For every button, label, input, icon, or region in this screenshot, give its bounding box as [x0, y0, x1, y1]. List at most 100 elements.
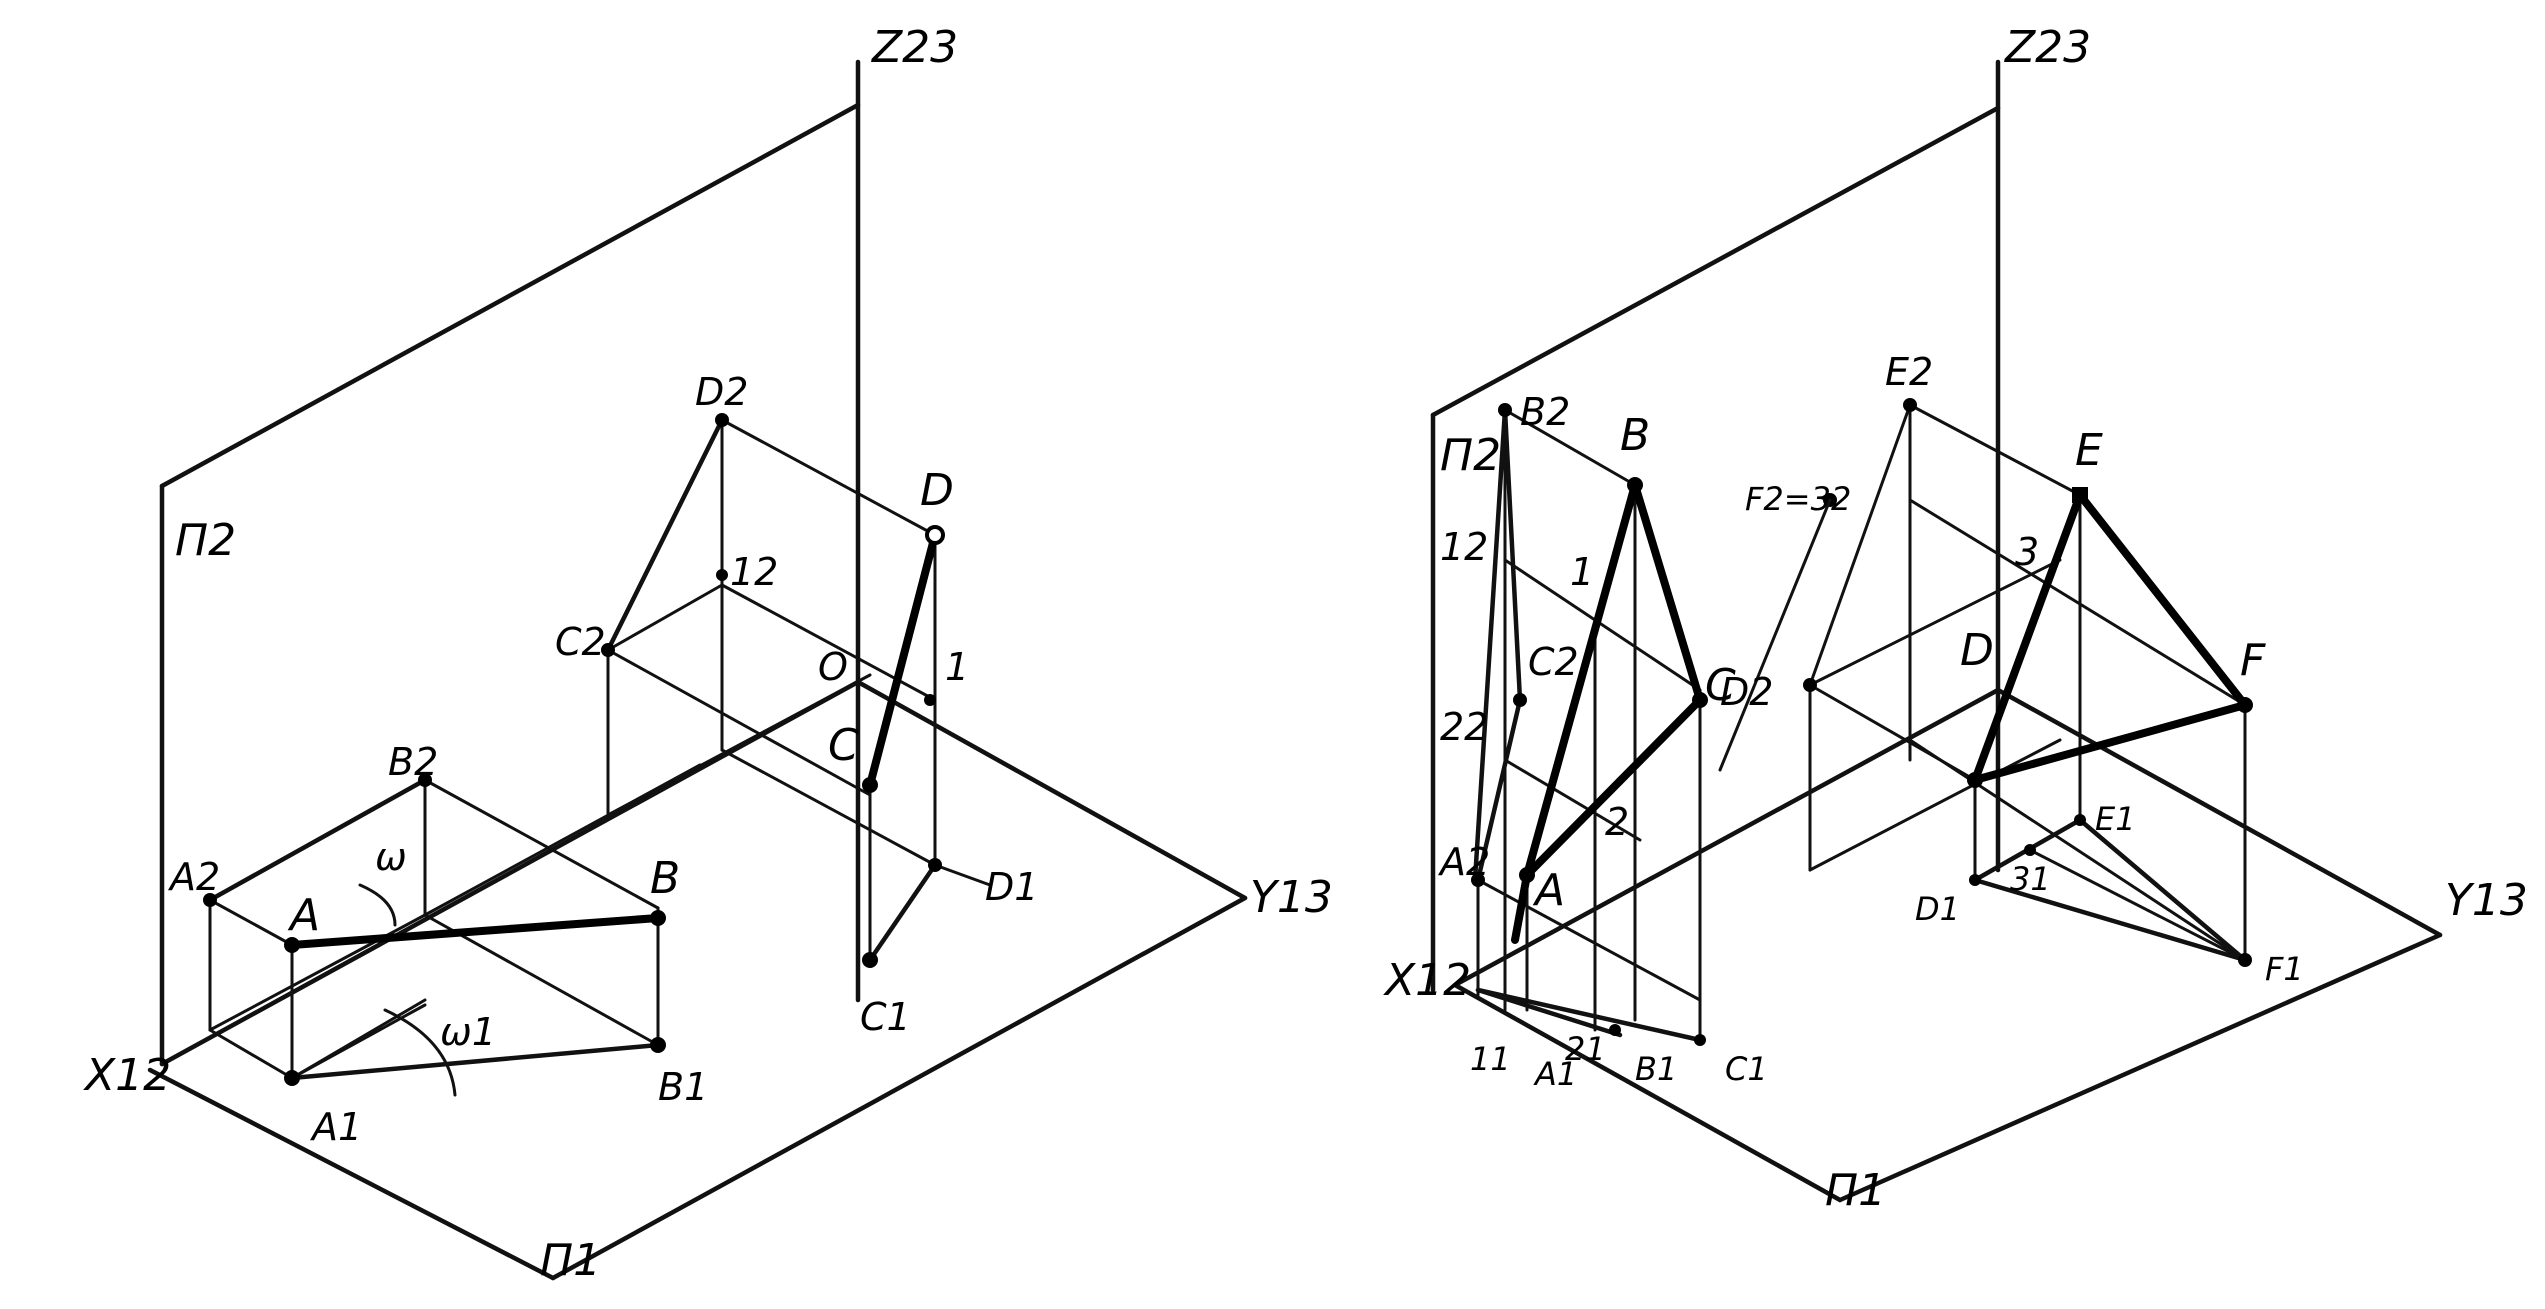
- point-c2: [601, 643, 615, 657]
- segment-a1b1: [289, 1042, 661, 1081]
- label-a1: A1: [1533, 1055, 1577, 1093]
- point-1: [924, 694, 936, 706]
- label-b2: B2: [1520, 390, 1570, 434]
- a2-b2-line: [207, 777, 428, 903]
- point-c1: [862, 952, 878, 968]
- right-v-plane-top: [1430, 105, 2001, 418]
- label-omega1: ω1: [440, 1010, 496, 1054]
- label-a2: A2: [1437, 840, 1490, 884]
- point-b2: [1498, 403, 1512, 417]
- b2-c2-line: [1502, 407, 1523, 703]
- label-b: B: [650, 853, 680, 904]
- left-x-axis: [147, 1067, 556, 1281]
- omega1-arc: [383, 1008, 457, 1097]
- segment-a1c1: [1475, 987, 1703, 1043]
- a2-b2-line: [1472, 407, 1508, 883]
- left-h-plane-front: [550, 895, 1248, 1281]
- c2-d2-line: [605, 417, 725, 653]
- point-d2: [1803, 678, 1817, 692]
- point-b1: [650, 1037, 666, 1053]
- a2-c2-line: [1475, 697, 1523, 883]
- segment-ab: [288, 914, 662, 949]
- label-b2: B2: [388, 740, 438, 784]
- point-a: [284, 937, 300, 953]
- label-c1: C1: [1725, 1050, 1768, 1088]
- right-axis-x-label: X12: [1383, 955, 1471, 1006]
- label-c1: C1: [860, 995, 911, 1039]
- label-t2: 21: [1565, 1030, 1606, 1068]
- right-plane-h-label: Π1: [1825, 1165, 1886, 1216]
- left-planes: [147, 59, 1248, 1281]
- label-b1: B1: [658, 1065, 708, 1109]
- label-d1: D1: [985, 865, 1038, 909]
- label-31: 31: [2010, 860, 2051, 898]
- label-d-upper: D: [1960, 625, 1994, 676]
- label-c2: C2: [1528, 640, 1579, 684]
- segment-e1f1: [2077, 817, 2248, 963]
- point-d2: [715, 413, 729, 427]
- point-c1: [1694, 1034, 1706, 1046]
- label-a2: A2: [167, 855, 220, 899]
- label-c2: C2: [555, 620, 606, 664]
- left-box-ab: [203, 763, 702, 1097]
- point-d: [1967, 772, 1983, 788]
- point-d1: [1969, 874, 1981, 886]
- label-c: C: [828, 720, 859, 771]
- label-12: 12: [1440, 525, 1488, 569]
- right-triangle-abc: [1471, 403, 1708, 1046]
- right-labels: Z23 Y13 X12 Π2 Π1 B2 B C C2 A2 A 12 22 1…: [1383, 22, 2528, 1216]
- point-d: [925, 525, 945, 545]
- right-plane-v-label: Π2: [1440, 430, 1501, 481]
- point-a2: [203, 893, 217, 907]
- left-axis-z-label: Z23: [871, 22, 958, 73]
- segment-ab: [1523, 481, 1639, 879]
- right-y-axis: [1995, 687, 2443, 938]
- label-e1: E1: [2095, 800, 2136, 838]
- label-3: 3: [2015, 530, 2039, 574]
- point-b2: [418, 773, 432, 787]
- right-axis-z-label: Z23: [2004, 22, 2091, 73]
- point-c: [862, 777, 878, 793]
- label-a: A: [287, 890, 320, 941]
- right-x-axis: [1452, 982, 1843, 1203]
- left-drawing: Z23 Y13 X12 Π2 Π1 O A2 B2 A B A1 B1 C2 D…: [83, 22, 1333, 1286]
- label-omega: ω: [375, 835, 407, 879]
- right-h-plane-front: [1837, 932, 2443, 1203]
- left-axis-y-label: Y13: [1250, 872, 1333, 923]
- segment-ac: [1523, 696, 1704, 879]
- label-1: 1: [945, 645, 969, 689]
- left-v-plane-top: [159, 102, 861, 489]
- label-b: B: [1620, 410, 1650, 461]
- right-drawing: Z23 Y13 X12 Π2 Π1 B2 B C C2 A2 A 12 22 1…: [1383, 22, 2528, 1216]
- left-labels: Z23 Y13 X12 Π2 Π1 O A2 B2 A B A1 B1 C2 D…: [83, 22, 1333, 1286]
- label-t1: 11: [1470, 1040, 1511, 1078]
- segment-df: [1971, 701, 2249, 784]
- label-d: D: [920, 465, 954, 516]
- segment-d1f1: [1972, 877, 2248, 963]
- right-axis-y-label: Y13: [2445, 875, 2528, 926]
- omega-arc: [358, 883, 397, 927]
- label-f1: F1: [2265, 950, 2304, 988]
- label-b1: B1: [1635, 1050, 1677, 1088]
- point-a2: [1471, 873, 1485, 887]
- left-axis-x-label: X12: [83, 1050, 171, 1101]
- point-a1: [284, 1070, 300, 1086]
- label-2: 2: [1605, 800, 1629, 844]
- left-origin-label: O: [818, 645, 848, 689]
- point-d1: [928, 858, 942, 872]
- segment-ef: [2076, 491, 2249, 709]
- right-axis-xy: [1452, 687, 2001, 988]
- left-box-cd: [601, 413, 992, 968]
- label-22: 22: [1440, 705, 1488, 749]
- point-e1: [2074, 814, 2086, 826]
- e2-d2-line: [1808, 403, 1912, 687]
- point-b: [650, 910, 666, 926]
- point-a: [1519, 867, 1535, 883]
- label-d1: D1: [1915, 890, 1960, 928]
- left-y-axis: [855, 679, 1248, 901]
- left-plane-h-label: Π1: [540, 1235, 601, 1286]
- left-axis-xy: [159, 679, 861, 1067]
- right-planes: [1430, 59, 2443, 1203]
- segment-de: [1971, 491, 2084, 784]
